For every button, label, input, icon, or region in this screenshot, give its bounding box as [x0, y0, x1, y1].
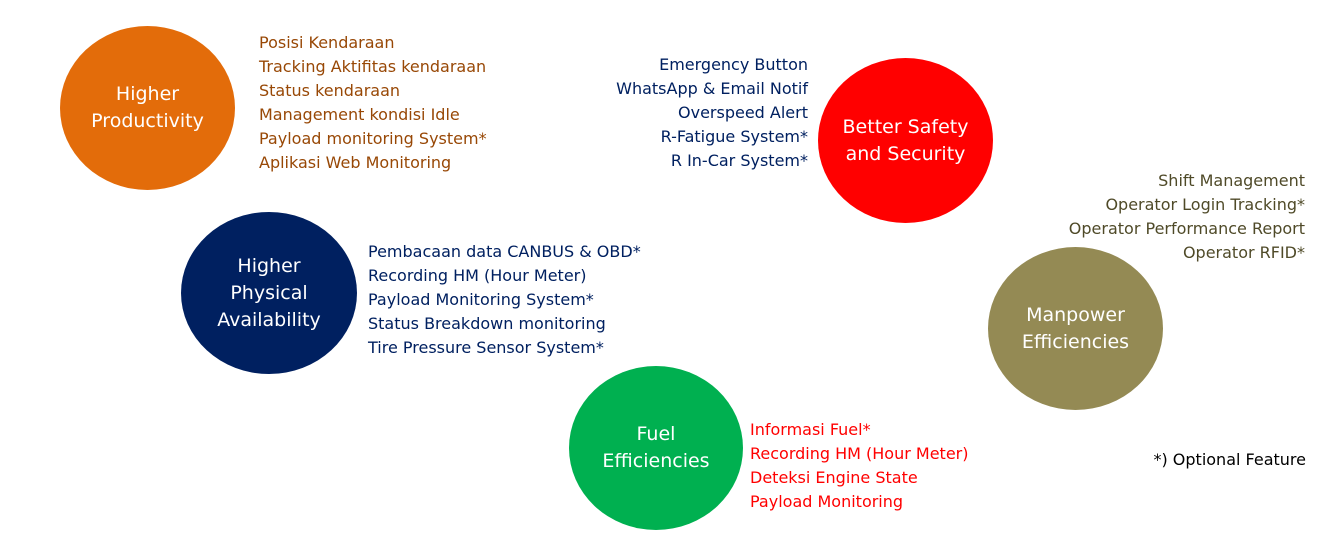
manpower-circle: Manpower Efficiencies — [988, 247, 1163, 410]
safety-feature: Emergency Button — [659, 55, 808, 74]
safety-feature-list: Emergency Button WhatsApp & Email Notif … — [616, 53, 808, 173]
availability-title-line: Higher — [237, 254, 301, 277]
availability-feature: Payload Monitoring System* — [368, 290, 594, 309]
fuel-feature: Recording HM (Hour Meter) — [750, 444, 969, 463]
manpower-feature: Shift Management — [1158, 171, 1305, 190]
productivity-feature: Posisi Kendaraan — [259, 33, 395, 52]
availability-feature: Recording HM (Hour Meter) — [368, 266, 587, 285]
manpower-feature: Operator Login Tracking* — [1105, 195, 1305, 214]
productivity-feature: Tracking Aktifitas kendaraan — [259, 57, 487, 76]
productivity-feature: Management kondisi Idle — [259, 105, 460, 124]
safety-feature: Overspeed Alert — [678, 103, 808, 122]
safety-feature: WhatsApp & Email Notif — [616, 79, 808, 98]
manpower-feature-list: Shift Management Operator Login Tracking… — [1069, 169, 1305, 265]
fuel-circle: Fuel Efficiencies — [569, 366, 743, 530]
availability-feature-list: Pembacaan data CANBUS & OBD* Recording H… — [368, 240, 641, 360]
safety-title-line: and Security — [845, 142, 966, 165]
productivity-feature-list: Posisi Kendaraan Tracking Aktifitas kend… — [259, 31, 487, 175]
fuel-feature: Informasi Fuel* — [750, 420, 871, 439]
fuel-title-line: Efficiencies — [602, 450, 710, 472]
manpower-title-line: Manpower — [1026, 303, 1125, 326]
productivity-title-line: Productivity — [91, 110, 204, 132]
productivity-feature: Status kendaraan — [259, 81, 401, 100]
safety-circle: Better Safety and Security — [818, 58, 993, 223]
manpower-feature: Operator RFID* — [1182, 243, 1305, 262]
productivity-circle: Higher Productivity — [60, 26, 235, 190]
safety-title-line: Better Safety — [842, 115, 969, 138]
optional-feature-note: *) Optional Feature — [1153, 450, 1306, 469]
manpower-title-line: Efficiencies — [1021, 330, 1130, 353]
fuel-feature-list: Informasi Fuel* Recording HM (Hour Meter… — [750, 418, 968, 514]
productivity-feature: Aplikasi Web Monitoring — [259, 153, 452, 172]
safety-feature: R-Fatigue System* — [660, 127, 808, 146]
availability-circle: Higher Physical Availability — [181, 212, 357, 374]
availability-feature: Pembacaan data CANBUS & OBD* — [368, 242, 641, 261]
safety-feature: R In-Car System* — [670, 151, 808, 170]
availability-feature: Tire Pressure Sensor System* — [368, 338, 604, 357]
fuel-feature: Deteksi Engine State — [750, 468, 918, 487]
manpower-feature: Operator Performance Report — [1068, 219, 1305, 238]
availability-title-line: Availability — [217, 308, 321, 331]
productivity-title-line: Higher — [115, 83, 180, 105]
productivity-feature: Payload monitoring System* — [259, 129, 487, 148]
fuel-feature: Payload Monitoring — [750, 492, 904, 511]
availability-title-line: Physical — [230, 281, 308, 304]
fuel-title-line: Fuel — [636, 423, 676, 445]
availability-feature: Status Breakdown monitoring — [368, 314, 606, 333]
